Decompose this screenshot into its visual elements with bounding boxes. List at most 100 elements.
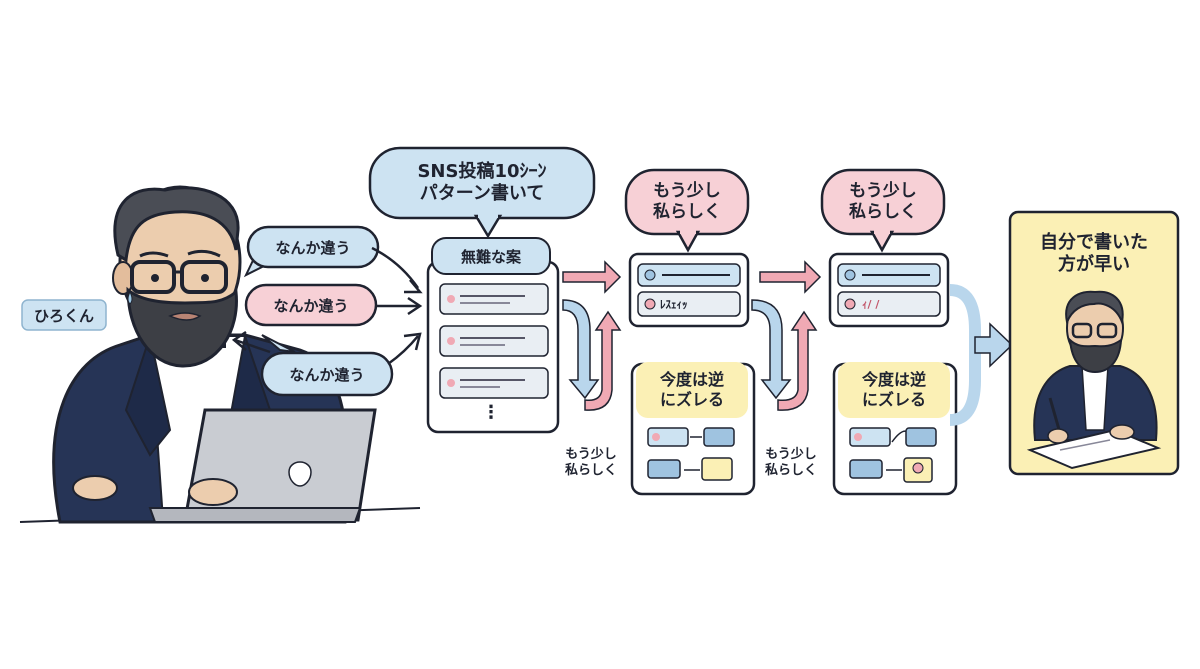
writing-person-illustration [1026,290,1162,470]
adjust-bubble-1-tail [675,230,701,253]
arrow-back-to-person [234,338,271,354]
loop-1-line-1: もう少し [565,446,617,462]
merge-line-top [949,284,981,345]
draft-card-title: 無難な案 [460,248,521,266]
eye-right [201,274,209,282]
drift2-box-d-avatar [912,462,924,474]
draft-item-1 [439,283,549,315]
complaint-text-3: なんか違う [289,366,365,384]
drift2-box-a [849,427,891,447]
stage1-row-2 [637,291,741,317]
draft-card-title-bg [431,237,551,275]
adjust-bubble-2-tail [869,230,895,253]
loop-label-2: もう少し 私らしく [756,438,826,488]
mini-paper [1026,428,1162,470]
stage2-row-2 [837,291,941,317]
glasses-right [180,260,228,294]
loop2-down-arrow [751,299,792,400]
brow-left [139,251,169,258]
drift-2-line-2: にズレる [861,390,926,409]
loop-2-line-2: 私らしく [764,463,817,478]
request-line-1: SNS投稿10ｼｰﾝ [417,160,547,182]
mini-glasses-right [1096,322,1118,339]
drift1-box-b [703,427,735,447]
laptop-base [148,507,362,523]
lapel-left [124,332,172,457]
request-text: SNS投稿10ｼｰﾝ パターン書いて [370,148,594,218]
arrow-bubble3-to-card [387,335,419,366]
adjust-1-line-1: もう少し [653,180,721,201]
arrow-head-back [231,330,247,351]
complaint-text-1: なんか違う [275,239,351,257]
adjust-2-line-1: もう少し [849,180,917,201]
drift1-box-a [647,427,689,447]
draft-item-1-dot [447,295,455,303]
drift2-box-a-dot [854,433,862,441]
drift-title-1: 今度は逆 にズレる [636,362,748,418]
person-illustration [19,185,421,524]
stage1-avatar-1 [644,269,656,281]
draft-item-3-dot [447,379,455,387]
conclusion-line-1: 自分で書いた [1040,231,1148,253]
laptop-logo [288,461,312,487]
mini-hand-right [1109,424,1135,440]
brow-right [187,249,221,258]
merge-arrow-head [974,322,1014,368]
beard [126,286,238,368]
mini-hair [1065,290,1124,326]
draft-card-items [439,283,549,399]
drift-1-line-1: 今度は逆 [659,370,724,389]
complaint-bubble-1 [246,225,380,269]
draft-item-2 [439,325,549,357]
arrow-head-1 [404,279,423,294]
adjust-bubble-2-text: もう少し 私らしく [822,170,944,234]
person-name-label: ひろくん [33,307,94,325]
arrow-head-2 [407,296,423,316]
loop1-up-arrow [584,310,622,411]
loop1-down-arrow [562,299,600,400]
mini-shirt [1081,365,1109,431]
drift1-box-c [647,459,681,479]
adjust-1-line-2: 私らしく [653,202,721,222]
mini-hand-left [1047,428,1069,444]
drift-title-2: 今度は逆 にズレる [838,362,950,418]
glasses-left [130,260,176,294]
mouth [168,312,202,321]
mini-beard [1068,337,1123,374]
merge-line-bottom [949,345,981,426]
drift-title-2-bg [838,362,950,418]
mini-glasses-left [1071,322,1093,339]
loop-2-line-1: もう少し [765,446,817,462]
drift-title-1-bg [636,362,748,418]
drift-1-line-2: にズレる [659,390,724,409]
loop-1-line-2: 私らしく [564,463,617,478]
loop-label-1: もう少し 私らしく [556,438,626,488]
hand-right [188,478,238,506]
drift2-box-b [905,427,937,447]
draft-item-2-dot [447,337,455,345]
drift-2-line-1: 今度は逆 [861,370,926,389]
hand-left [72,475,118,501]
arrow-card-to-stage1 [562,260,622,294]
bubble-tail-3 [261,334,296,353]
arrow-head-3 [403,332,422,351]
drift1-box-d [701,457,733,481]
request-line-2: パターン書いて [419,183,545,204]
stage2-avatar-2 [844,298,856,310]
adjust-2-line-2: 私らしく [849,202,917,222]
mini-paper-line [1059,439,1111,451]
eye-left [151,274,159,282]
stage2-avatar-1 [844,269,856,281]
loop2-up-arrow [777,310,818,411]
sweat-drop [127,290,133,305]
adjust-bubble-1-text: もう少し 私らしく [626,170,748,234]
draft-item-3 [439,367,549,399]
conclusion-text: 自分で書いた 方が早い [1010,222,1178,286]
arrow-bubble1-to-card [371,246,420,289]
complaint-text-2: なんか違う [273,297,349,315]
conclusion-line-2: 方が早い [1058,254,1130,275]
draft-card-more-icon: ⋮ [482,402,500,423]
drift1-box-a-dot [652,433,660,441]
stage2-scribble: ｨ/ / [862,298,880,311]
